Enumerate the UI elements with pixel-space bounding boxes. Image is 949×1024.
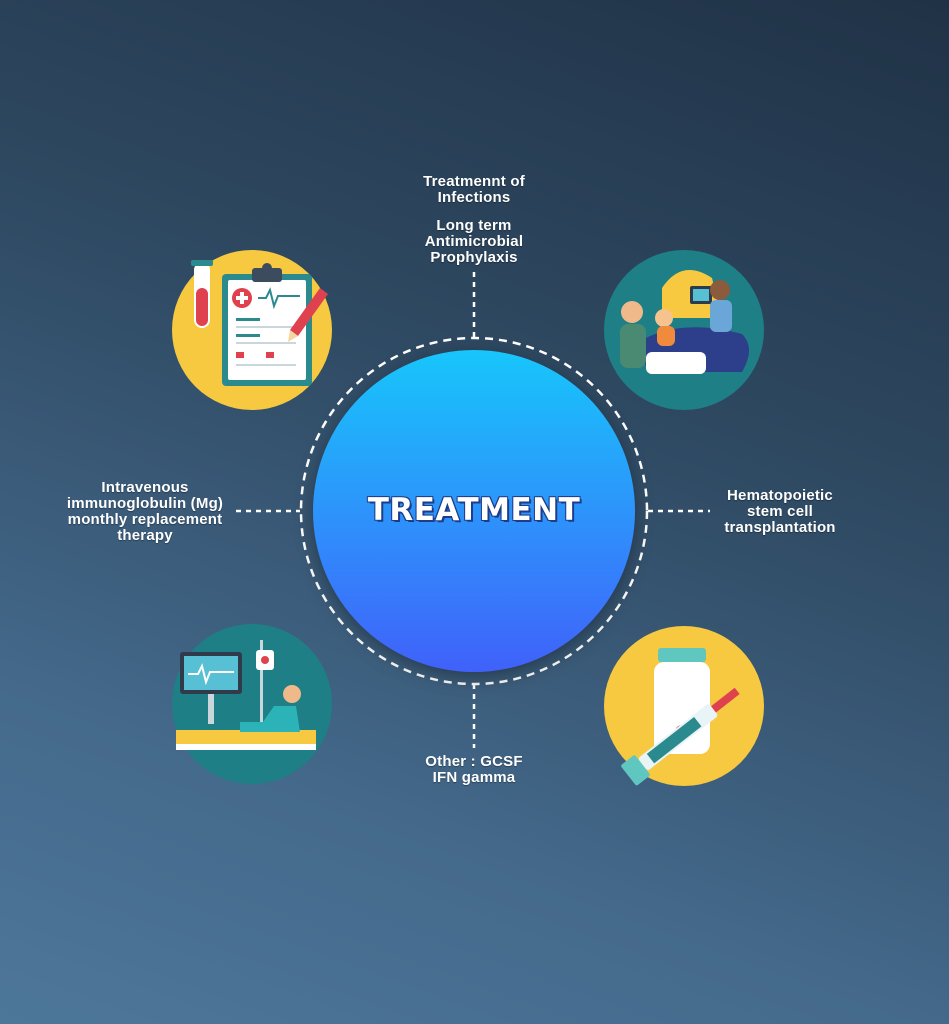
- label-stem-cell: Hematopoietic stem cell transplantation: [700, 488, 860, 536]
- label-right-line-1: Hematopoietic: [727, 487, 833, 504]
- label-top-line-3: Long term: [436, 217, 512, 234]
- label-other: Other : GCSF IFN gamma: [394, 754, 554, 786]
- label-bottom-line-2: IFN gamma: [432, 769, 516, 786]
- treatment-hub: TREATMENT: [313, 350, 635, 672]
- label-right-line-2: stem cell: [746, 503, 813, 520]
- label-bottom-line-1: Other : GCSF: [425, 753, 523, 770]
- label-top-line-2: Infections: [437, 189, 511, 206]
- hospital-family-icon: [604, 250, 764, 410]
- label-left-line-2: immunoglobulin (Mg): [66, 495, 224, 512]
- label-top-line-5: Prophylaxis: [430, 249, 518, 266]
- patient-bed-icon: [172, 624, 332, 784]
- label-top-line-1: Treatmennt of: [423, 173, 525, 190]
- label-left-line-4: therapy: [117, 527, 173, 544]
- label-left-line-1: Intravenous: [101, 479, 189, 496]
- label-infections: Treatmennt of Infections Long term Antim…: [384, 174, 564, 266]
- label-immunoglobulin: Intravenous immunoglobulin (Mg) monthly …: [40, 480, 250, 544]
- label-right-line-3: transplantation: [724, 519, 836, 536]
- hub-title: TREATMENT: [367, 492, 581, 528]
- label-left-line-3: monthly replacement: [67, 511, 223, 528]
- vaccine-syringe-icon: [604, 626, 764, 786]
- clipboard-icon: [172, 250, 332, 410]
- label-top-line-4: Antimicrobial: [424, 233, 524, 250]
